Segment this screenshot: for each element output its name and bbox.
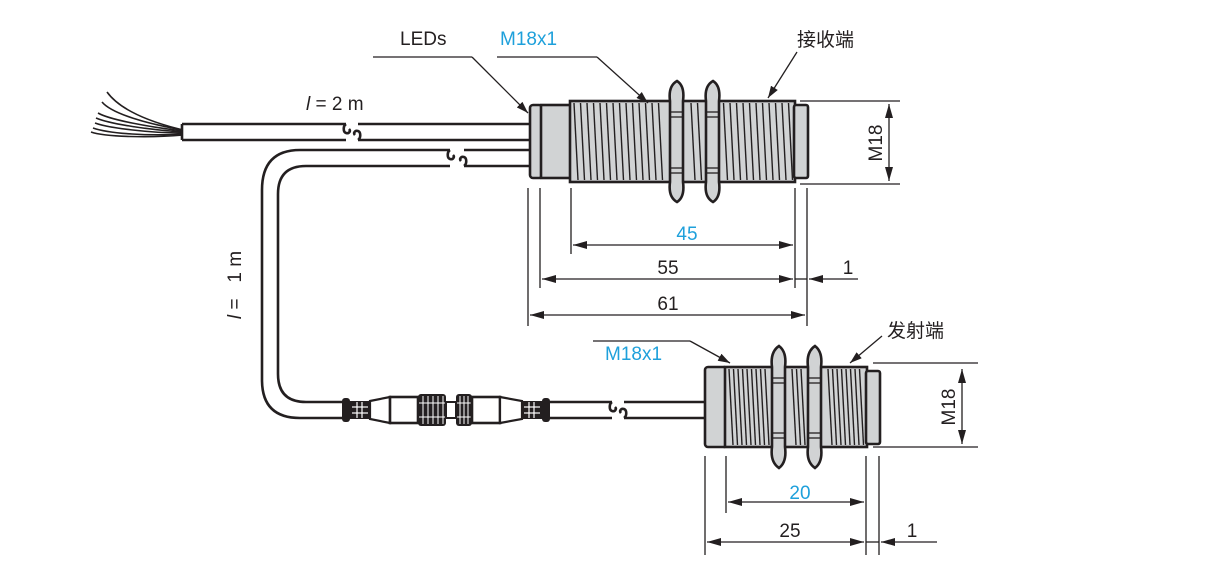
emitter-thread-length: 20 <box>789 483 810 504</box>
thread-line <box>605 102 612 181</box>
thread-line <box>781 102 787 181</box>
thread-line <box>791 368 797 446</box>
thread-line <box>827 368 833 446</box>
thread-line <box>728 368 734 446</box>
emitter-lens-offset: 1 <box>907 521 918 542</box>
receiver-cable <box>180 122 532 142</box>
emitter-label: 发射端 <box>887 320 944 342</box>
receiver-thread-label: M18x1 <box>500 29 557 50</box>
emitter-cable <box>260 148 532 420</box>
receiver-lens <box>792 103 810 180</box>
receiver-threads <box>573 102 794 181</box>
thread-line <box>742 102 748 181</box>
thread-line <box>618 102 625 181</box>
receiver-diameter-label: M18 <box>866 125 887 162</box>
emitter-body-length: 25 <box>779 521 800 542</box>
receiver-rear-housing <box>539 103 573 180</box>
thread-line <box>696 102 703 181</box>
receiver-body-length: 55 <box>657 258 678 279</box>
thread-line <box>586 102 592 181</box>
thread-line <box>579 102 586 181</box>
thread-line <box>722 102 729 181</box>
thread-line <box>638 102 644 181</box>
thread-line <box>845 368 851 446</box>
thread-line <box>729 102 735 181</box>
thread-line <box>592 102 599 181</box>
receiver-nut <box>668 79 685 204</box>
emitter-sensor <box>703 344 882 470</box>
emitter-cable-length: l = 1 m <box>225 251 246 319</box>
emitter-diameter-label: M18 <box>939 389 960 426</box>
thread-line <box>735 102 742 181</box>
thread-line <box>840 368 847 446</box>
thread-line <box>651 102 657 181</box>
receiver-sensor <box>528 79 810 204</box>
receiver-length-dimensions: 45 55 1 61 <box>527 188 858 326</box>
emitter-nut <box>806 344 823 470</box>
thread-line <box>849 368 856 446</box>
cable-connector <box>342 394 550 426</box>
emitter-nut <box>770 344 787 470</box>
leds-label: LEDs <box>400 29 446 50</box>
thread-line <box>768 102 774 181</box>
emitter-lens <box>864 369 882 446</box>
receiver-label: 接收端 <box>797 29 854 51</box>
thread-line <box>831 368 838 446</box>
receiver-thread-length: 45 <box>676 224 697 245</box>
thread-line <box>631 102 638 181</box>
thread-line <box>748 102 755 181</box>
receiver-cable-length: l = 2 m <box>306 94 364 115</box>
thread-line <box>737 368 743 446</box>
thread-line <box>836 368 842 446</box>
emitter-diameter-dimension: M18 <box>873 362 978 448</box>
receiver-total-length: 61 <box>657 294 678 315</box>
thread-line <box>800 368 806 446</box>
thread-line <box>732 368 739 446</box>
thread-line <box>761 102 768 181</box>
emitter-threads <box>728 368 865 446</box>
thread-line <box>750 368 757 446</box>
thread-line <box>787 102 794 181</box>
receiver-diameter-dimension: M18 <box>800 100 900 185</box>
wire-ends <box>90 91 184 138</box>
thread-line <box>774 102 781 181</box>
leds-leader-arrow <box>471 56 529 114</box>
thread-line <box>741 368 748 446</box>
thread-line <box>599 102 605 181</box>
thread-line <box>746 368 752 446</box>
receiver-nut <box>704 79 721 204</box>
thread-line <box>755 102 761 181</box>
thread-line <box>755 368 761 446</box>
thread-line <box>764 368 770 446</box>
thread-line <box>612 102 618 181</box>
thread-line <box>644 102 651 181</box>
thread-line <box>625 102 631 181</box>
thread-leader-arrow <box>596 56 649 104</box>
emitter-cable-short <box>550 400 706 420</box>
thread-line <box>657 102 664 181</box>
emitter-length-dimensions: 20 25 1 <box>704 456 937 555</box>
emitter-thread-label: M18x1 <box>605 344 662 365</box>
thread-line <box>858 368 865 446</box>
thread-line <box>854 368 860 446</box>
thread-line <box>573 102 579 181</box>
thread-line <box>759 368 766 446</box>
receiver-lens-offset: 1 <box>843 258 854 279</box>
cable-break-mark <box>342 122 352 135</box>
thread-line <box>795 368 802 446</box>
receiver-leader-arrow <box>767 51 798 99</box>
thread-line <box>690 102 696 181</box>
receiver-annotations: LEDs M18x1 接收端 l = 2 m <box>306 29 854 115</box>
emitter-annotations: M18x1 发射端 l = 1 m <box>225 251 944 365</box>
